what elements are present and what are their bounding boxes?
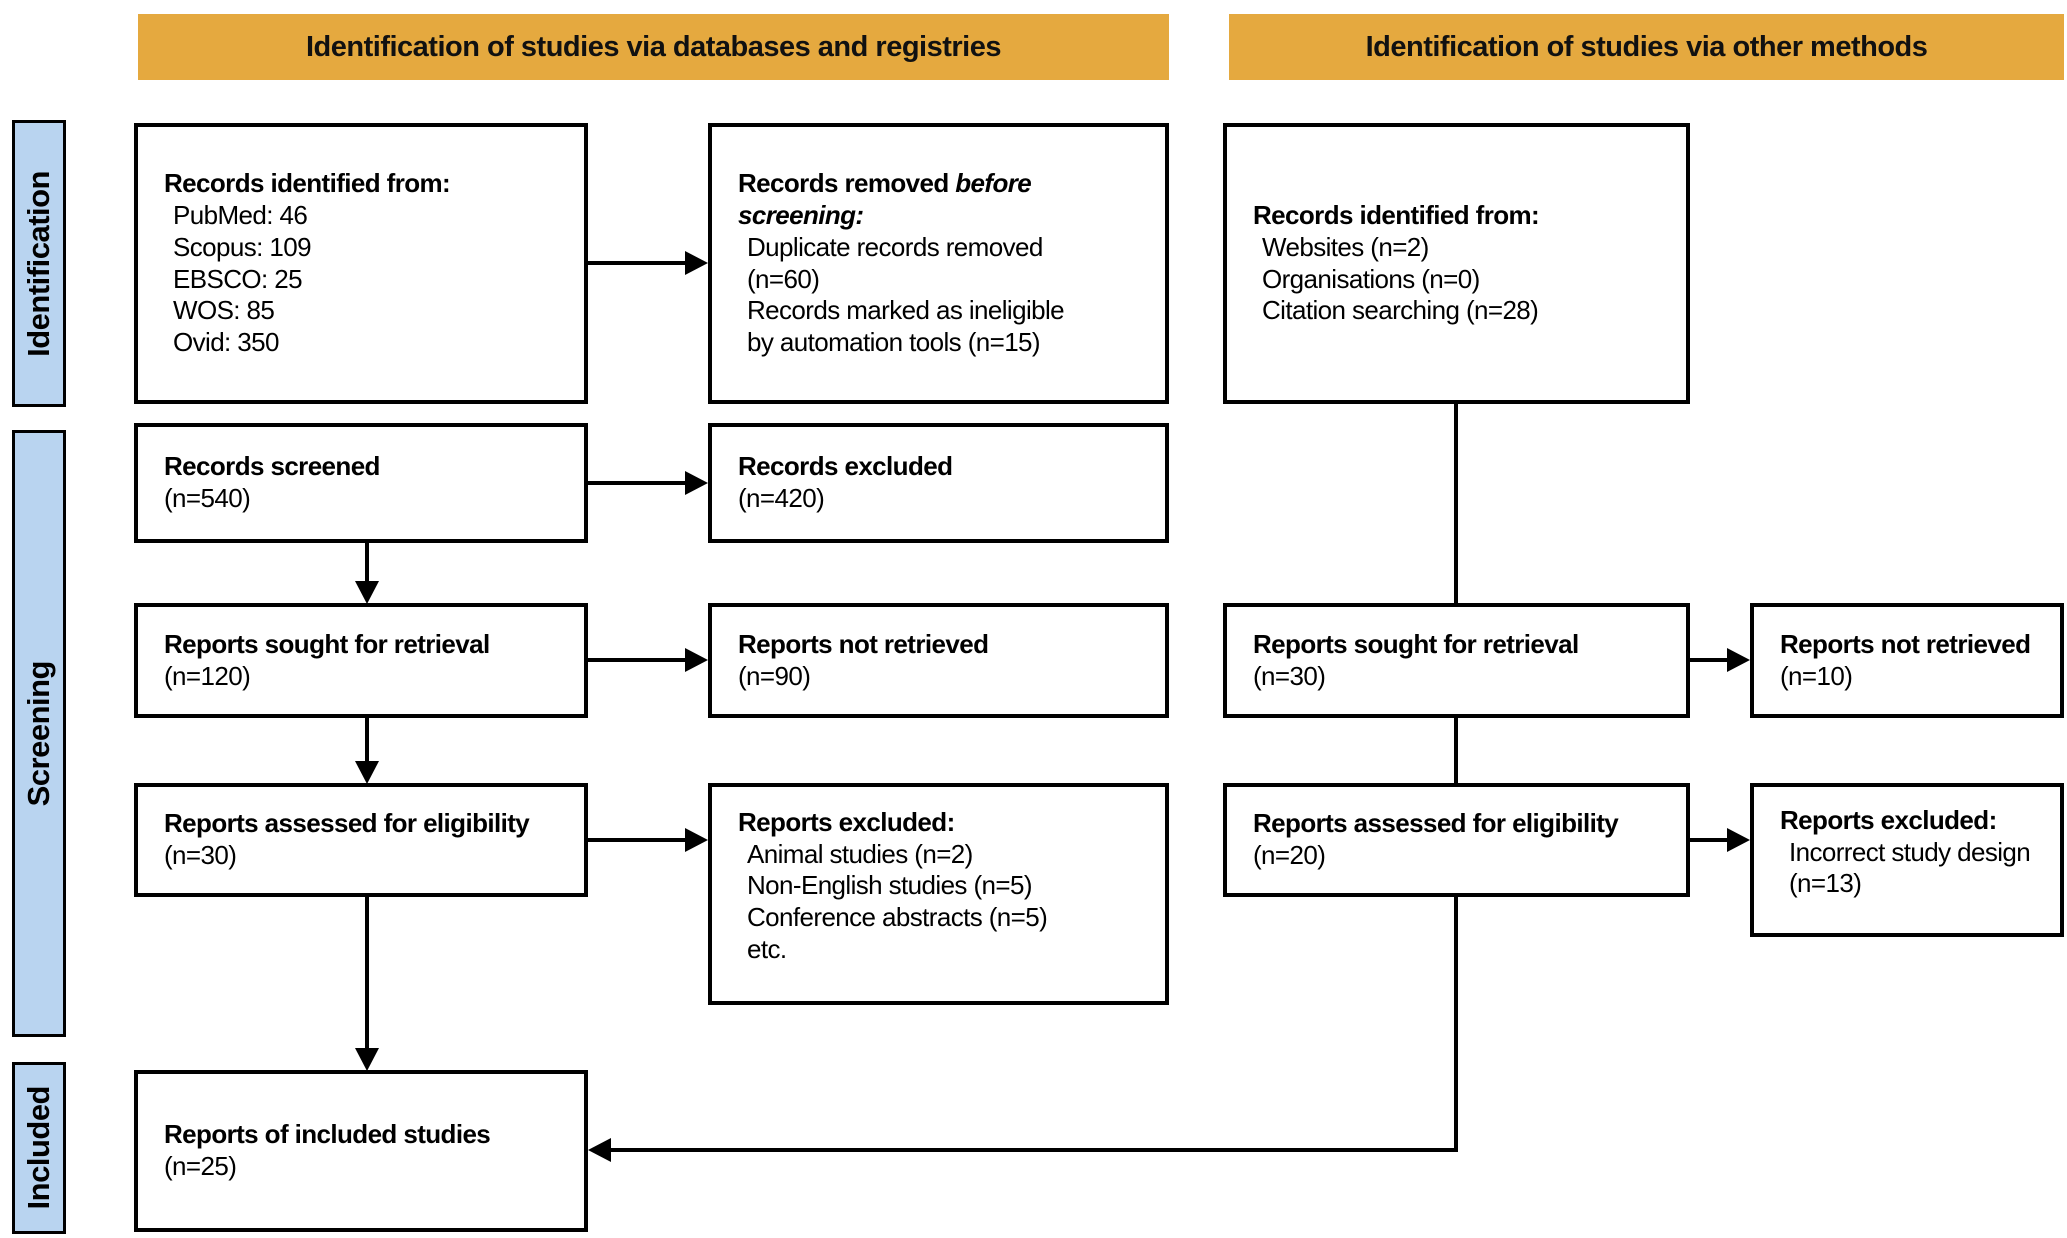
header-band-other-methods-label: Identification of studies via other meth… bbox=[1365, 30, 1928, 63]
connector-other-identified-down bbox=[1454, 404, 1458, 603]
box-title: Records excluded bbox=[738, 451, 953, 482]
box-reports-assessed-databases: Reports assessed for eligibility (n=30) bbox=[134, 783, 588, 897]
database-count-line: Scopus: 109 bbox=[173, 231, 312, 262]
box-title: Records identified from: bbox=[164, 168, 451, 199]
exclusion-reason-line: Conference abstracts (n=5) bbox=[747, 902, 1048, 933]
box-title: Reports of included studies bbox=[164, 1119, 491, 1150]
box-records-removed-before-screening: Records removed before screening: Duplic… bbox=[708, 123, 1169, 404]
arrow-screened-to-excluded-head bbox=[685, 471, 708, 495]
box-records-identified-other: Records identified from: Websites (n=2) … bbox=[1223, 123, 1690, 404]
arrow-assessed-to-excluded-head bbox=[685, 828, 708, 852]
box-count: (n=25) bbox=[164, 1151, 237, 1181]
arrow-identified-to-removed-head bbox=[685, 251, 708, 275]
arrow-assessed-down-line bbox=[365, 897, 369, 1049]
stage-label-identification: Identification bbox=[21, 170, 56, 357]
box-count: (n=90) bbox=[738, 660, 811, 691]
box-title-italic: before screening: bbox=[738, 168, 1032, 231]
stage-label-screening: Screening bbox=[21, 660, 56, 807]
arrow-assessed-down-head bbox=[355, 1048, 379, 1071]
box-title-normal: Records removed bbox=[738, 168, 956, 199]
box-reports-sought-other: Reports sought for retrieval (n=30) bbox=[1223, 603, 1690, 718]
exclusion-reason-line: Incorrect study design (n=13) bbox=[1789, 836, 2031, 899]
arrow-screened-down-line bbox=[365, 543, 369, 583]
exclusion-reason-line: etc. bbox=[747, 933, 787, 964]
box-reports-assessed-other: Reports assessed for eligibility (n=20) bbox=[1223, 783, 1690, 897]
other-source-line: Citation searching (n=28) bbox=[1262, 295, 1539, 326]
box-title: Reports not retrieved bbox=[738, 628, 989, 659]
connector-other-to-included-line bbox=[608, 1148, 1458, 1152]
box-title: Reports sought for retrieval bbox=[1253, 628, 1579, 659]
stage-bar-included: Included bbox=[12, 1062, 66, 1234]
connector-other-to-included-head bbox=[588, 1138, 611, 1162]
arrow-sought-to-notretrieved-head bbox=[685, 648, 708, 672]
box-title: Reports excluded: bbox=[1780, 805, 1997, 835]
box-title: Records screened bbox=[164, 451, 380, 482]
box-title: Records identified from: bbox=[1253, 200, 1540, 231]
box-reports-not-retrieved-other: Reports not retrieved (n=10) bbox=[1750, 603, 2064, 718]
removal-reason-line: Duplicate records removed (n=60) bbox=[747, 231, 1043, 294]
arrow-sought-to-notretrieved-line bbox=[588, 658, 688, 662]
box-title: Reports not retrieved bbox=[1780, 628, 2031, 659]
arrow-sought-down-head bbox=[355, 761, 379, 784]
box-reports-excluded-databases: Reports excluded: Animal studies (n=2) N… bbox=[708, 783, 1169, 1005]
box-reports-not-retrieved-databases: Reports not retrieved (n=90) bbox=[708, 603, 1169, 718]
stage-bar-identification: Identification bbox=[12, 120, 66, 407]
box-title: Reports assessed for eligibility bbox=[164, 808, 530, 839]
arrow-identified-to-removed-line bbox=[588, 261, 688, 265]
box-count: (n=30) bbox=[1253, 660, 1326, 691]
box-title: Reports assessed for eligibility bbox=[1253, 808, 1619, 839]
box-reports-excluded-other: Reports excluded: Incorrect study design… bbox=[1750, 783, 2064, 937]
box-count: (n=540) bbox=[164, 483, 251, 513]
header-band-other-methods: Identification of studies via other meth… bbox=[1229, 14, 2064, 80]
exclusion-reason-line: Non-English studies (n=5) bbox=[747, 870, 1032, 901]
removal-reason-line: Records marked as ineligible by automati… bbox=[747, 295, 1065, 357]
arrow-screened-down-head bbox=[355, 581, 379, 604]
box-records-excluded: Records excluded (n=420) bbox=[708, 423, 1169, 543]
arrow-sought-down-line bbox=[365, 718, 369, 763]
connector-other-sought-down bbox=[1454, 718, 1458, 783]
database-count-line: EBSCO: 25 bbox=[173, 263, 303, 294]
box-title: Reports sought for retrieval bbox=[164, 628, 490, 659]
arrow-sought-other-to-notretrieved-line bbox=[1690, 658, 1730, 662]
database-count-line: PubMed: 46 bbox=[173, 200, 308, 231]
box-title: Records removed before screening: bbox=[738, 168, 1143, 231]
database-count-line: Ovid: 350 bbox=[173, 326, 279, 357]
box-count: (n=30) bbox=[164, 840, 237, 870]
box-reports-included: Reports of included studies (n=25) bbox=[134, 1070, 588, 1232]
other-source-line: Websites (n=2) bbox=[1262, 231, 1429, 262]
box-count: (n=120) bbox=[164, 660, 251, 691]
box-count: (n=20) bbox=[1253, 840, 1326, 870]
box-title: Reports excluded: bbox=[738, 807, 955, 837]
database-count-line: WOS: 85 bbox=[173, 295, 275, 326]
header-band-databases: Identification of studies via databases … bbox=[138, 14, 1169, 80]
stage-bar-screening: Screening bbox=[12, 430, 66, 1037]
box-reports-sought-databases: Reports sought for retrieval (n=120) bbox=[134, 603, 588, 718]
box-records-identified-databases: Records identified from: PubMed: 46 Scop… bbox=[134, 123, 588, 404]
exclusion-reason-line: Animal studies (n=2) bbox=[747, 838, 973, 869]
header-band-databases-label: Identification of studies via databases … bbox=[306, 30, 1001, 63]
arrow-screened-to-excluded-line bbox=[588, 481, 688, 485]
arrow-assessed-other-to-excluded-head bbox=[1727, 828, 1750, 852]
box-count: (n=420) bbox=[738, 483, 825, 513]
box-records-screened: Records screened (n=540) bbox=[134, 423, 588, 543]
connector-other-assessed-down bbox=[1454, 897, 1458, 1152]
arrow-sought-other-to-notretrieved-head bbox=[1727, 648, 1750, 672]
arrow-assessed-to-excluded-line bbox=[588, 838, 688, 842]
box-count: (n=10) bbox=[1780, 660, 1853, 691]
stage-label-included: Included bbox=[21, 1086, 56, 1210]
other-source-line: Organisations (n=0) bbox=[1262, 263, 1480, 294]
arrow-assessed-other-to-excluded-line bbox=[1690, 838, 1730, 842]
